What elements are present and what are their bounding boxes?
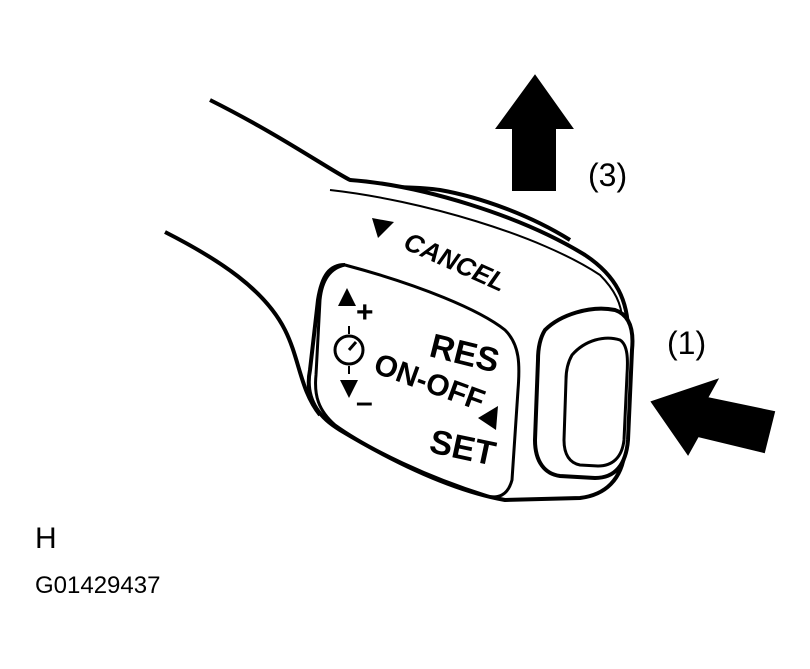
lever-body-top-edge [329, 189, 623, 321]
end-button-outer [532, 306, 635, 481]
corner-letter: H [35, 522, 57, 555]
arrow-left-icon [650, 378, 776, 456]
arrow-up-icon [495, 74, 574, 191]
cancel-triangle-icon [372, 218, 394, 238]
minus-triangle-icon [340, 380, 358, 398]
plus-label: + [356, 296, 374, 329]
callout-pull: (3) [588, 157, 627, 193]
end-button-inner [562, 336, 629, 468]
minus-label: – [356, 386, 373, 419]
lever-shaft-lower-edge [164, 230, 322, 417]
switch-face-panel [314, 263, 521, 499]
speedometer-icon [333, 326, 365, 374]
figure-id: G01429437 [35, 572, 161, 599]
callout-push: (1) [667, 325, 706, 361]
plus-triangle-icon [338, 288, 356, 306]
on-off-triangle-icon [478, 406, 498, 430]
